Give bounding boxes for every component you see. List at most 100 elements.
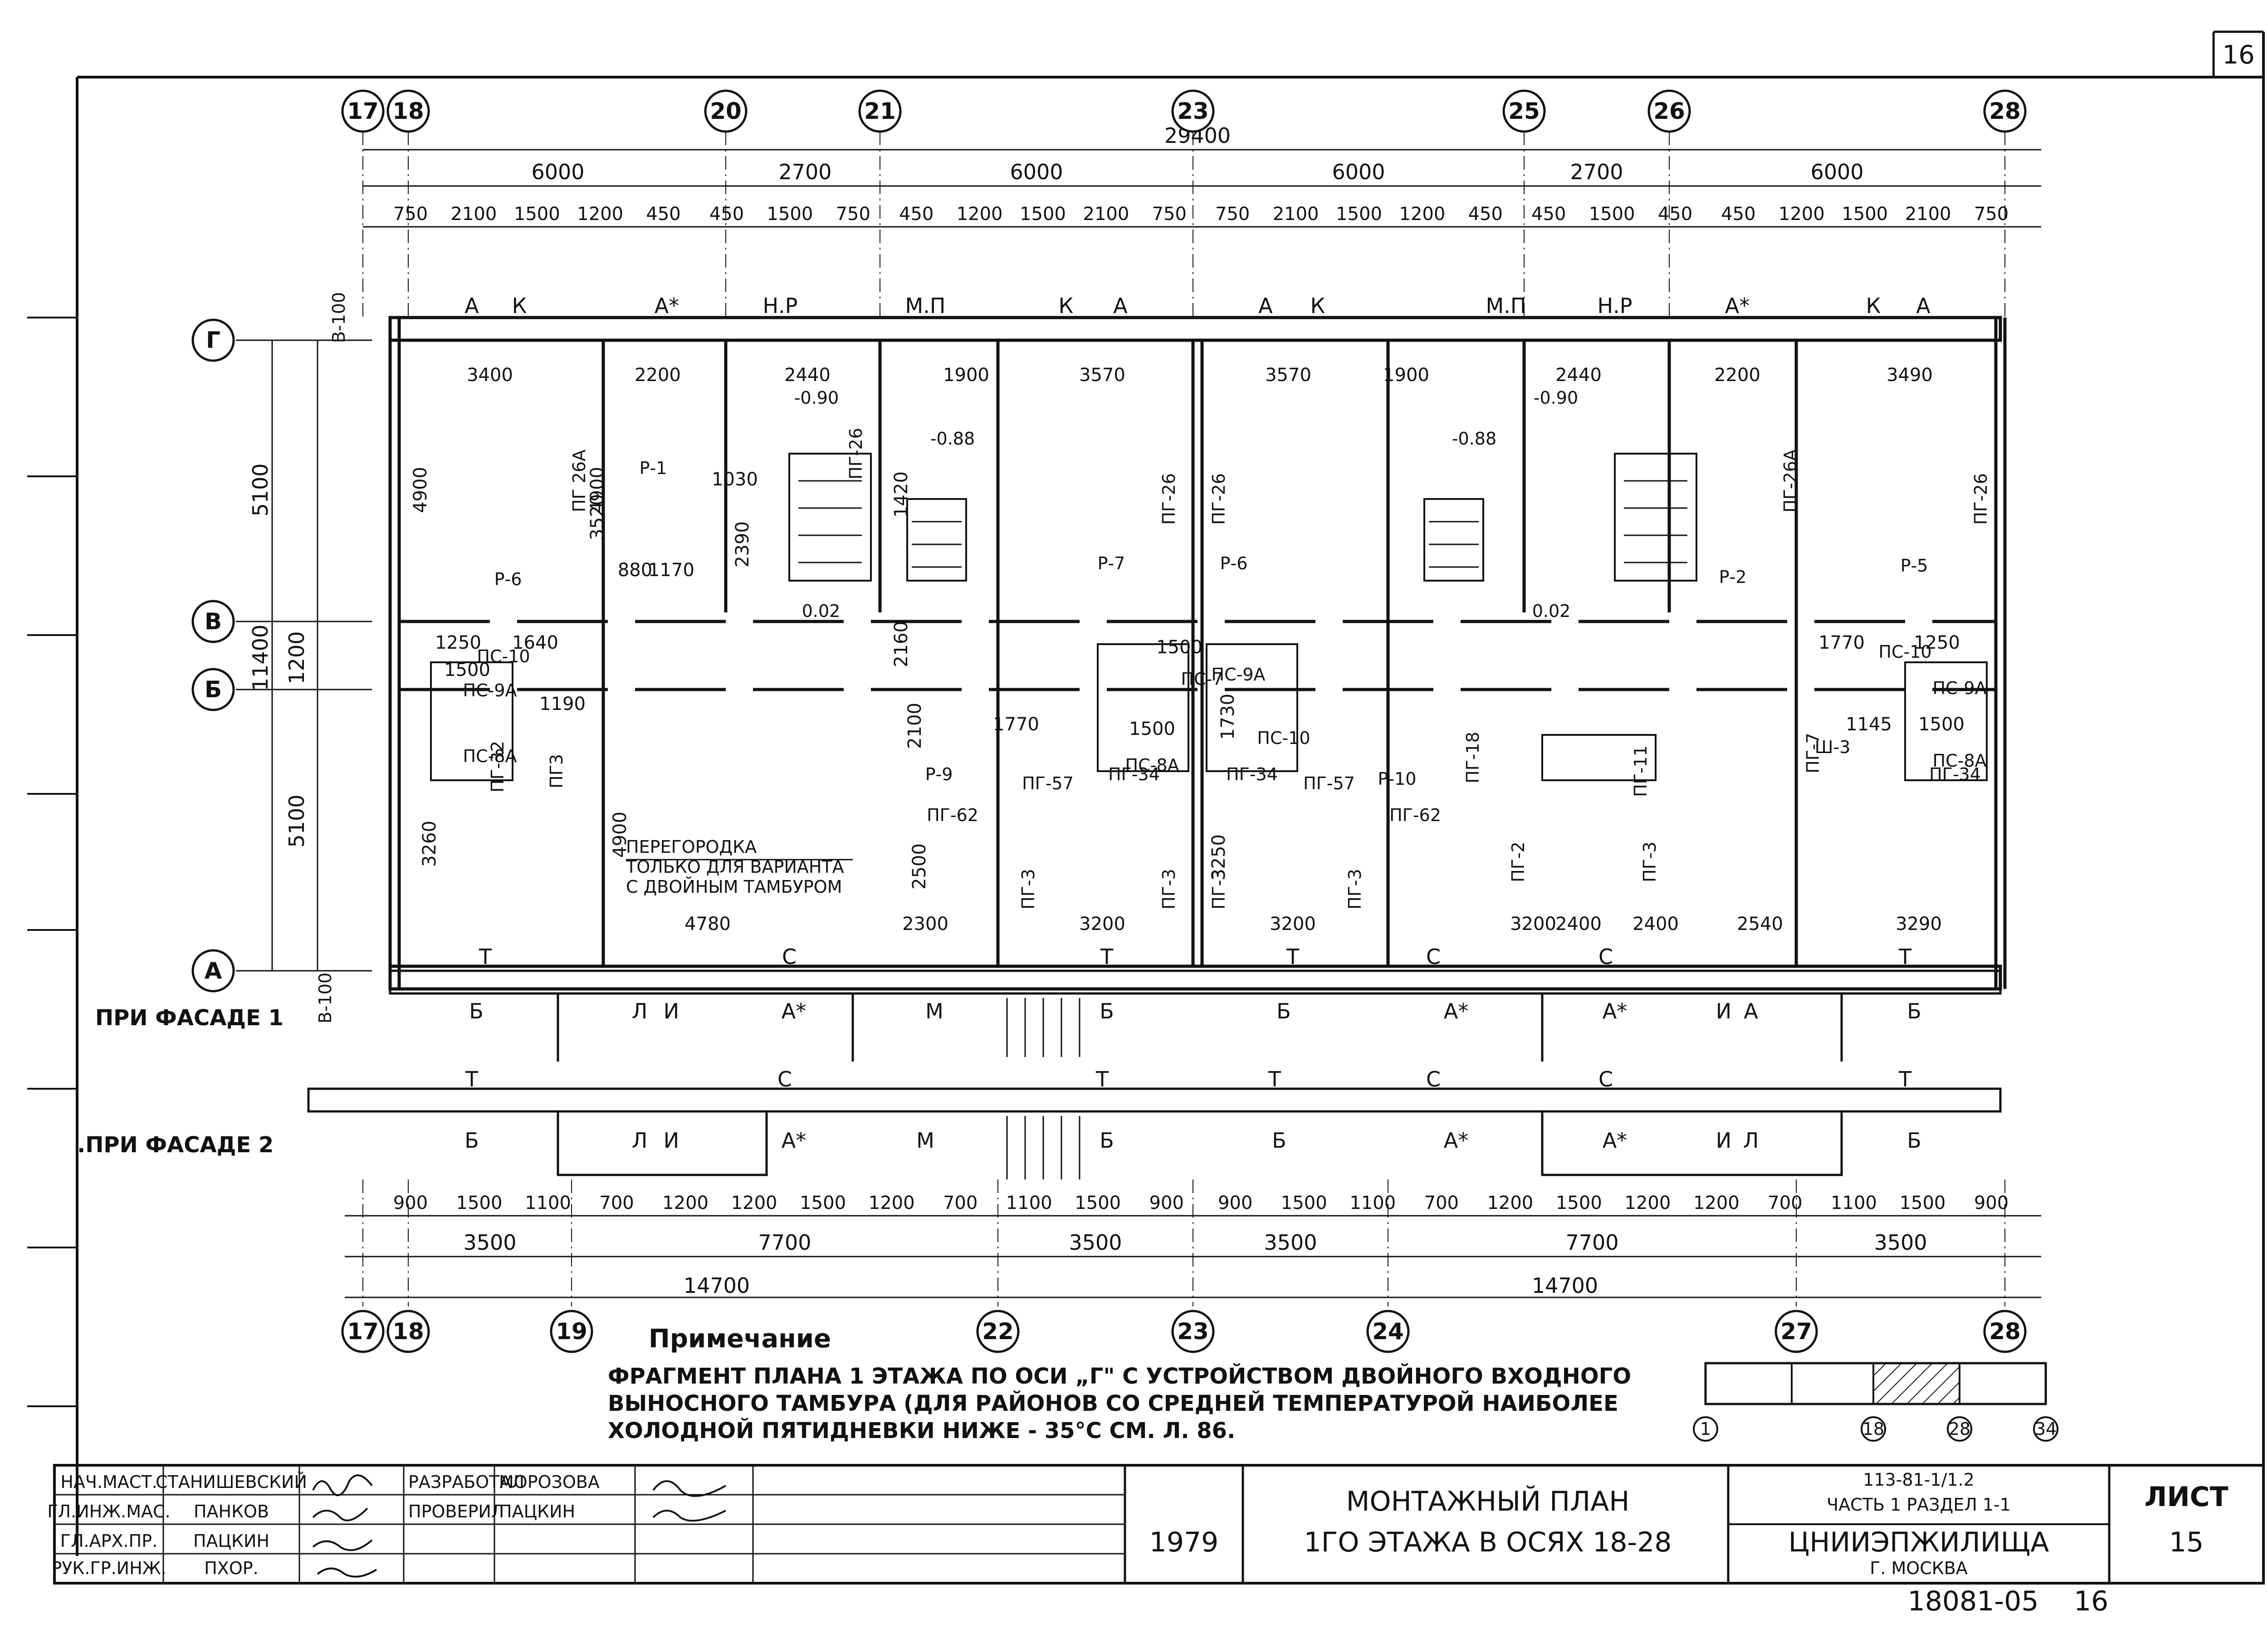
- partition-label: ПГ-26: [846, 428, 866, 479]
- axis-label-bottom: 19: [556, 1318, 587, 1345]
- axis-label-left: Г: [206, 327, 220, 353]
- dim-top-row3: 750: [393, 204, 428, 225]
- panel-label-top: К: [1310, 294, 1325, 318]
- facade2-bottom-label: Б: [1907, 1128, 1921, 1153]
- room-dimension: 1190: [539, 694, 586, 714]
- axis-bubble-left: [191, 318, 235, 362]
- panel-label-top: К: [512, 294, 527, 318]
- dim-left-11400: 11400: [248, 625, 273, 691]
- panel-label-top: К: [1059, 294, 1074, 318]
- axis-label-top: 28: [1989, 98, 2021, 124]
- dim-top-row3: 1200: [577, 204, 623, 225]
- facade-2-panels: [307, 1087, 2002, 1176]
- note-line-1: ФРАГМЕНТ ПЛАНА 1 ЭТАЖА ПО ОСИ „Г" С УСТР…: [608, 1363, 1631, 1389]
- partition-label: ПГ-32: [488, 741, 508, 793]
- dim-left-v100-top: В-100: [329, 292, 349, 343]
- facade1-bottom-label: А*: [1444, 999, 1468, 1023]
- stamp-roles: НАЧ.МАСТ.ГЛ.ИНЖ.МАС.ГЛ.АРХ.ПР.РУК.ГР.ИНЖ…: [47, 1472, 170, 1578]
- dim-top-row3: 450: [646, 204, 680, 225]
- room-dimension: 1420: [891, 471, 912, 518]
- dim-bottom-row1: 700: [1768, 1193, 1802, 1213]
- key-plan-28: 28: [1949, 1419, 1970, 1439]
- dim-bottom-row1: 900: [1974, 1193, 2009, 1213]
- facade1-top-label: С: [782, 944, 797, 969]
- facade2-top-label: Т: [1268, 1067, 1281, 1091]
- dim-bottom-row2: 3500: [463, 1230, 516, 1255]
- panel-label-top: А*: [655, 294, 679, 318]
- facade1-bottom-label: Б: [469, 999, 484, 1023]
- facade1-top-label: Т: [479, 944, 492, 969]
- dim-bottom-row2: 3500: [1069, 1230, 1122, 1255]
- axis-label-top: 20: [710, 98, 742, 124]
- facade2-bottom-label: Б: [1272, 1128, 1286, 1153]
- element-label: ПС-8А: [1933, 751, 1987, 771]
- dim-bottom-row1: 1200: [1693, 1193, 1740, 1213]
- room-dimension: 2200: [1714, 365, 1760, 386]
- axis-bubble-top: [386, 89, 430, 133]
- room-dimension: 3250: [1208, 834, 1229, 881]
- facade2-bottom-label: А*: [1603, 1128, 1627, 1153]
- axis-bubble-top: [1502, 89, 1546, 133]
- partition-label: ПГ-7: [1803, 733, 1823, 773]
- axis-bubble-bottom: [976, 1310, 1020, 1353]
- facade2-bottom-label: А*: [1444, 1128, 1468, 1153]
- partition-label: ПГ-11: [1631, 745, 1651, 797]
- room-dimension: 2200: [635, 365, 681, 386]
- dim-bottom-row1: 1100: [1006, 1193, 1052, 1213]
- left-dimension-lines: [236, 339, 372, 972]
- room-dimension: 880: [618, 560, 652, 581]
- facade1-bottom-label: Б: [1100, 999, 1114, 1023]
- axis-label-bottom: 23: [1177, 1318, 1209, 1345]
- element-label: ПС-7: [1181, 669, 1223, 689]
- level-mark: -0.90: [794, 388, 839, 408]
- facade2-top-label: Т: [1095, 1067, 1109, 1091]
- dim-bottom-row1: 1500: [456, 1193, 503, 1213]
- axis-label-bottom: 28: [1989, 1318, 2021, 1345]
- axis-bubble-top: [1647, 89, 1691, 133]
- axis-bubble-left: [191, 949, 235, 993]
- key-plan-18: 18: [1862, 1419, 1884, 1439]
- dim-bottom-total-left: 14700: [684, 1273, 750, 1298]
- partition-label: ПГ-26А: [1780, 449, 1800, 513]
- axis-bubble-top: [704, 89, 748, 133]
- facade1-bottom-label: А*: [782, 999, 806, 1023]
- dim-top-row3: 450: [709, 204, 744, 225]
- facade2-bottom-label: Л: [1743, 1128, 1759, 1153]
- dim-bottom-row1: 900: [1149, 1193, 1184, 1213]
- room-dimension: 1145: [1846, 714, 1892, 735]
- room-dimension: 2540: [1737, 914, 1783, 934]
- room-dimension: 1500: [1129, 719, 1175, 739]
- stamp-sheet-number: 15: [2169, 1526, 2204, 1558]
- signatures: [312, 1474, 726, 1578]
- axis-label-left: А: [205, 958, 222, 984]
- note-line-2: ВЫНОСНОГО ТАМБУРА (ДЛЯ РАЙОНОВ СО СРЕДНЕ…: [608, 1390, 1618, 1416]
- room-dimension: 1500: [1918, 714, 1965, 735]
- room-dimension: 2440: [1555, 365, 1602, 386]
- archive-page: 16: [2074, 1585, 2108, 1617]
- dim-top-row3: 1500: [1020, 204, 1066, 225]
- room-dimension: 3260: [419, 821, 440, 867]
- facade2-top-label: С: [777, 1067, 792, 1091]
- facade2-bottom-label: Л: [632, 1128, 648, 1153]
- facade1-bottom-label: И: [1716, 999, 1731, 1023]
- facade-1-panels: [389, 969, 2002, 1062]
- axis-label-top: 21: [864, 98, 896, 124]
- facade2-top-label: Т: [465, 1067, 479, 1091]
- facade-2-label: .ПРИ ФАСАДЕ 2: [77, 1132, 274, 1158]
- facade1-bottom-label: А: [1744, 999, 1758, 1023]
- dim-top-row3: 750: [1974, 204, 2009, 225]
- axis-label-top: 17: [347, 98, 379, 124]
- partition-label: ПГ-3: [1159, 869, 1179, 910]
- level-mark: -0.90: [1534, 388, 1578, 408]
- room-dimension: 1640: [512, 632, 558, 653]
- stamp-title-line2: 1ГО ЭТАЖА В ОСЯХ 18-28: [1304, 1526, 1672, 1558]
- dim-bottom-row2: 3500: [1264, 1230, 1317, 1255]
- stair-treads: [798, 480, 1687, 1179]
